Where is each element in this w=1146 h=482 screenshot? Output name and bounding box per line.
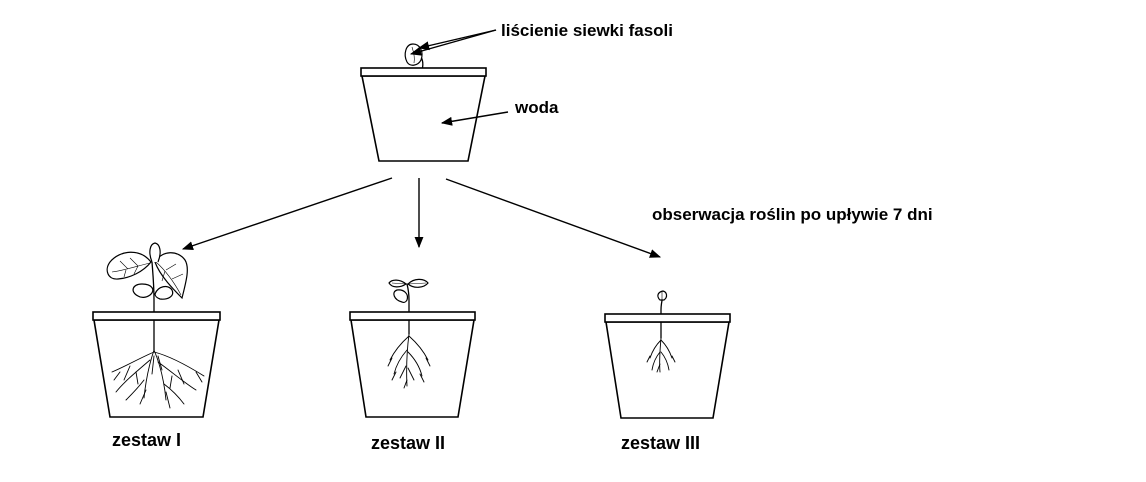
set-3-pot-rim: [604, 313, 731, 323]
medium-bean-plant-icon: [388, 278, 429, 331]
top-pot-rim: [360, 67, 487, 77]
cotyledons-label: liścienie siewki fasoli: [501, 21, 673, 40]
cotyledon-arrow-2: [417, 29, 497, 51]
set-3-label: zestaw III: [621, 433, 700, 453]
large-bean-plant-icon: [106, 242, 188, 351]
top-pot-group: [360, 43, 487, 162]
set-1-group: zestaw I: [92, 242, 221, 450]
set-2-pot-icon: [350, 319, 475, 418]
set-3-group: zestaw III: [604, 290, 731, 453]
water-arrow: [440, 111, 509, 126]
set-3-pot-icon: [605, 321, 730, 419]
set-3-roots-icon: [646, 321, 676, 373]
set-1-roots-icon: [111, 319, 205, 409]
small-bean-plant-icon: [657, 290, 668, 331]
set-1-pot-rim: [92, 311, 221, 321]
arrow-to-set-3: [445, 178, 662, 258]
set-1-label: zestaw I: [112, 430, 181, 450]
water-label: woda: [514, 98, 559, 117]
arrow-to-set-1: [181, 177, 393, 250]
set-2-roots-icon: [387, 319, 431, 389]
set-2-group: zestaw II: [349, 278, 476, 453]
set-2-pot-rim: [349, 311, 476, 321]
observation-label: obserwacja roślin po upływie 7 dni: [652, 205, 933, 224]
set-1-pot-icon: [93, 319, 220, 418]
set-2-label: zestaw II: [371, 433, 445, 453]
